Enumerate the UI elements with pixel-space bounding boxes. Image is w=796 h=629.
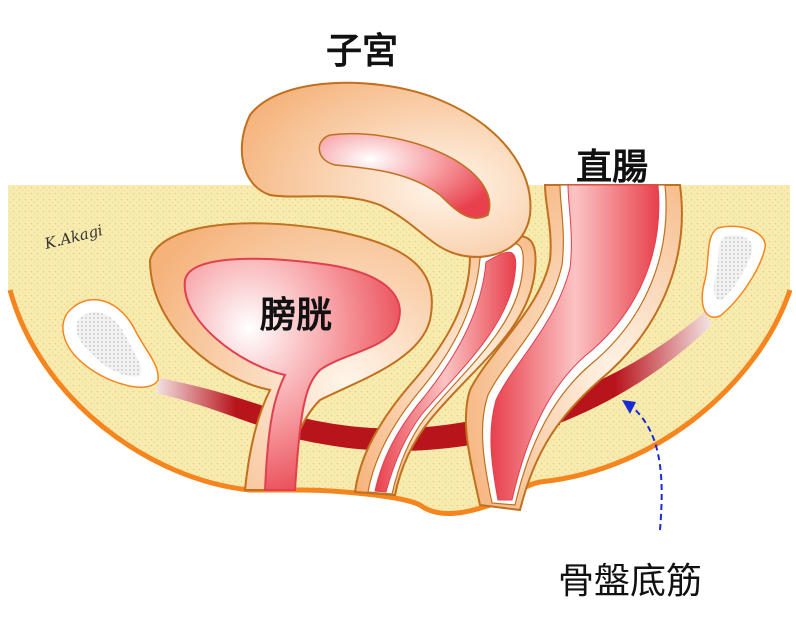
- uterus: [240, 81, 532, 258]
- rectum-label: 直腸: [576, 147, 649, 188]
- bladder-label: 膀胱: [260, 295, 333, 336]
- vagina: [353, 235, 537, 497]
- pelvic-floor-label: 骨盤底筋: [558, 561, 703, 602]
- pelvic-outline: [7, 289, 793, 516]
- rectum: [464, 184, 683, 512]
- pointer-arrow: [629, 404, 663, 531]
- bladder: [148, 222, 433, 491]
- uterus-label: 子宮: [326, 31, 399, 72]
